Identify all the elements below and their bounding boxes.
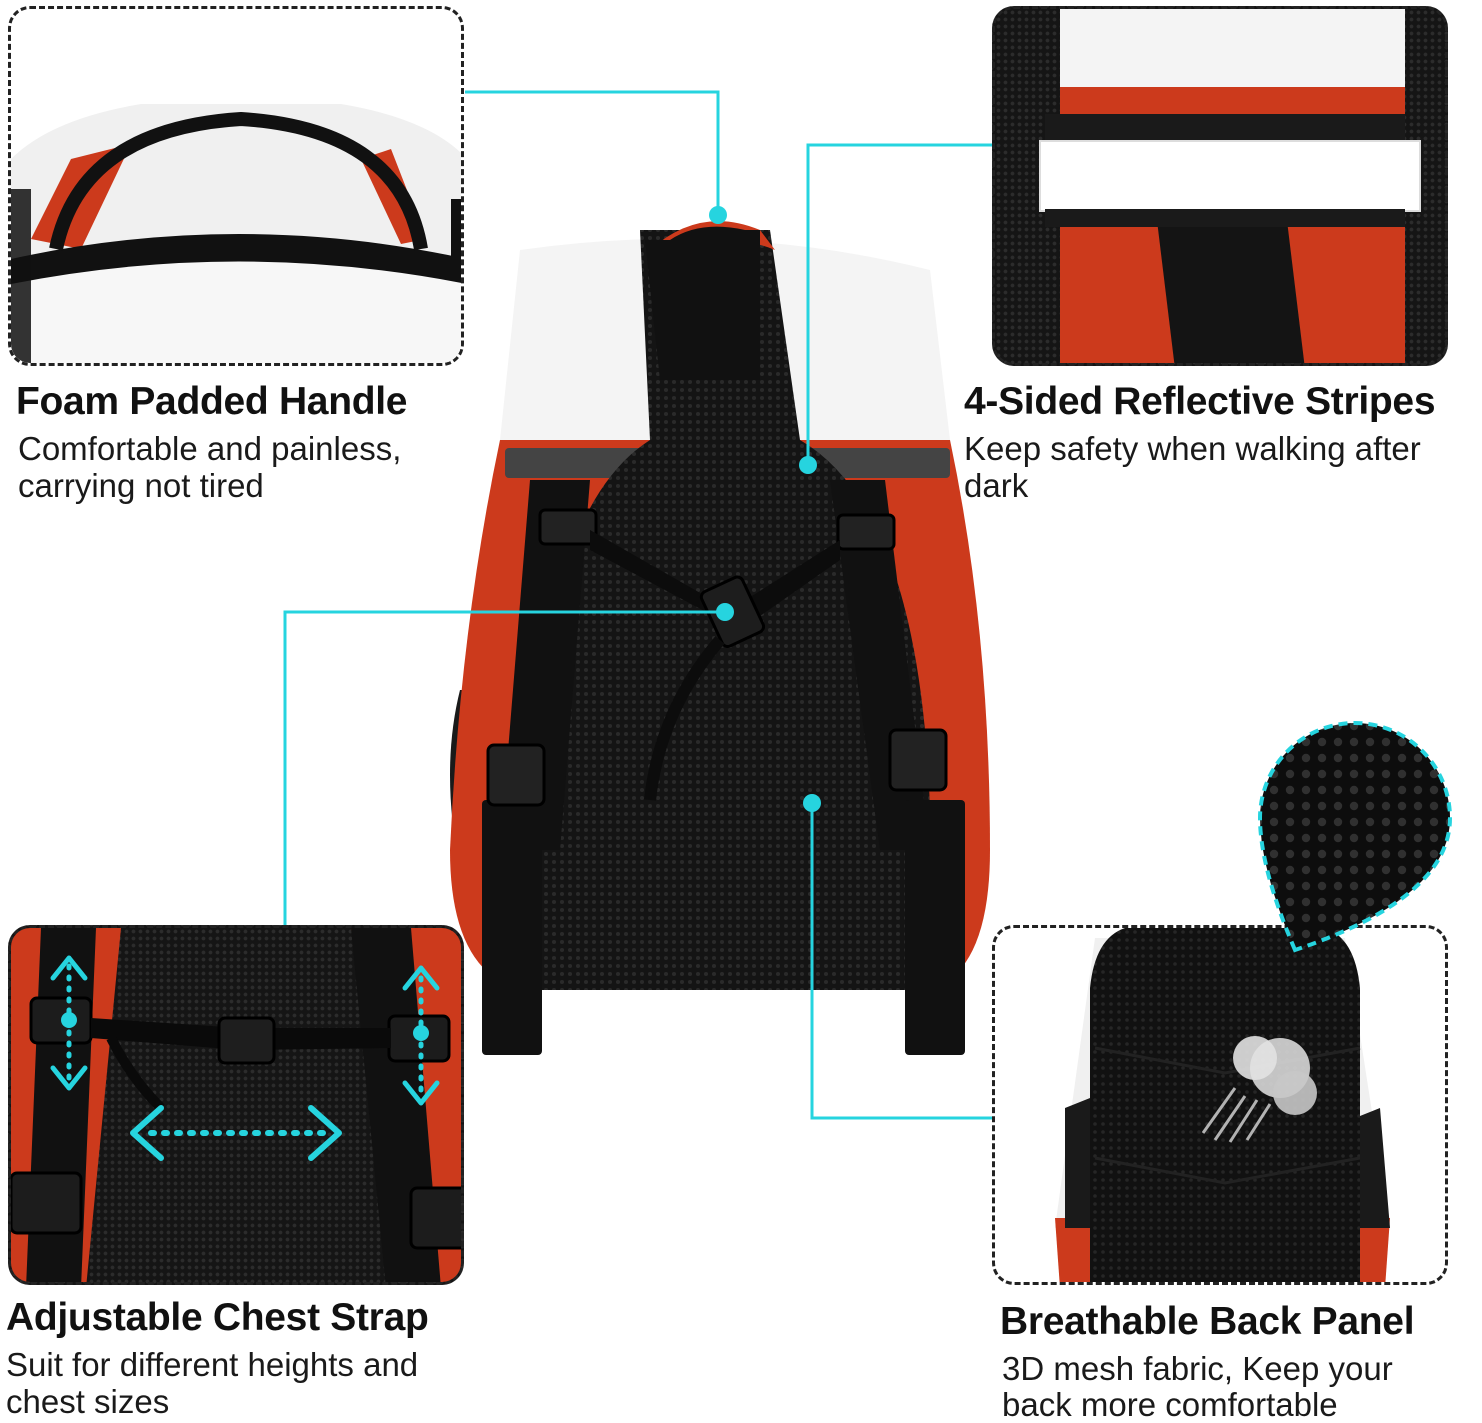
reflective-desc-line2: dark — [964, 467, 1029, 504]
handle-detail-panel — [8, 6, 464, 366]
chest-strap-desc-line2: chest sizes — [6, 1383, 170, 1420]
chest-strap-desc-line1: Suit for different heights and — [6, 1346, 419, 1383]
double-arrow-vertical-icon — [50, 955, 440, 1106]
backpack-illustration — [430, 210, 1030, 1060]
reflective-detail-panel — [992, 6, 1448, 366]
double-arrow-horizontal-icon — [130, 1105, 342, 1161]
reflective-desc-line1: Keep safety when walking after — [964, 430, 1421, 467]
back-panel-desc-line2: back more comfortable — [1002, 1386, 1338, 1423]
reflective-title: 4-Sided Reflective Stripes — [964, 380, 1436, 423]
airflow-icon — [1201, 1036, 1317, 1143]
handle-desc-line1: Comfortable and painless, — [18, 430, 402, 467]
handle-desc-line2: carrying not tired — [18, 467, 264, 504]
back-panel-desc-line1: 3D mesh fabric, Keep your — [1002, 1350, 1393, 1387]
mesh-zoom-bubble — [1250, 718, 1460, 958]
back-panel-title: Breathable Back Panel — [1000, 1300, 1415, 1343]
handle-title: Foam Padded Handle — [16, 380, 408, 423]
back-panel-detail-panel — [992, 925, 1448, 1285]
chest-strap-title: Adjustable Chest Strap — [6, 1296, 429, 1339]
chest-strap-detail-panel — [8, 925, 464, 1285]
